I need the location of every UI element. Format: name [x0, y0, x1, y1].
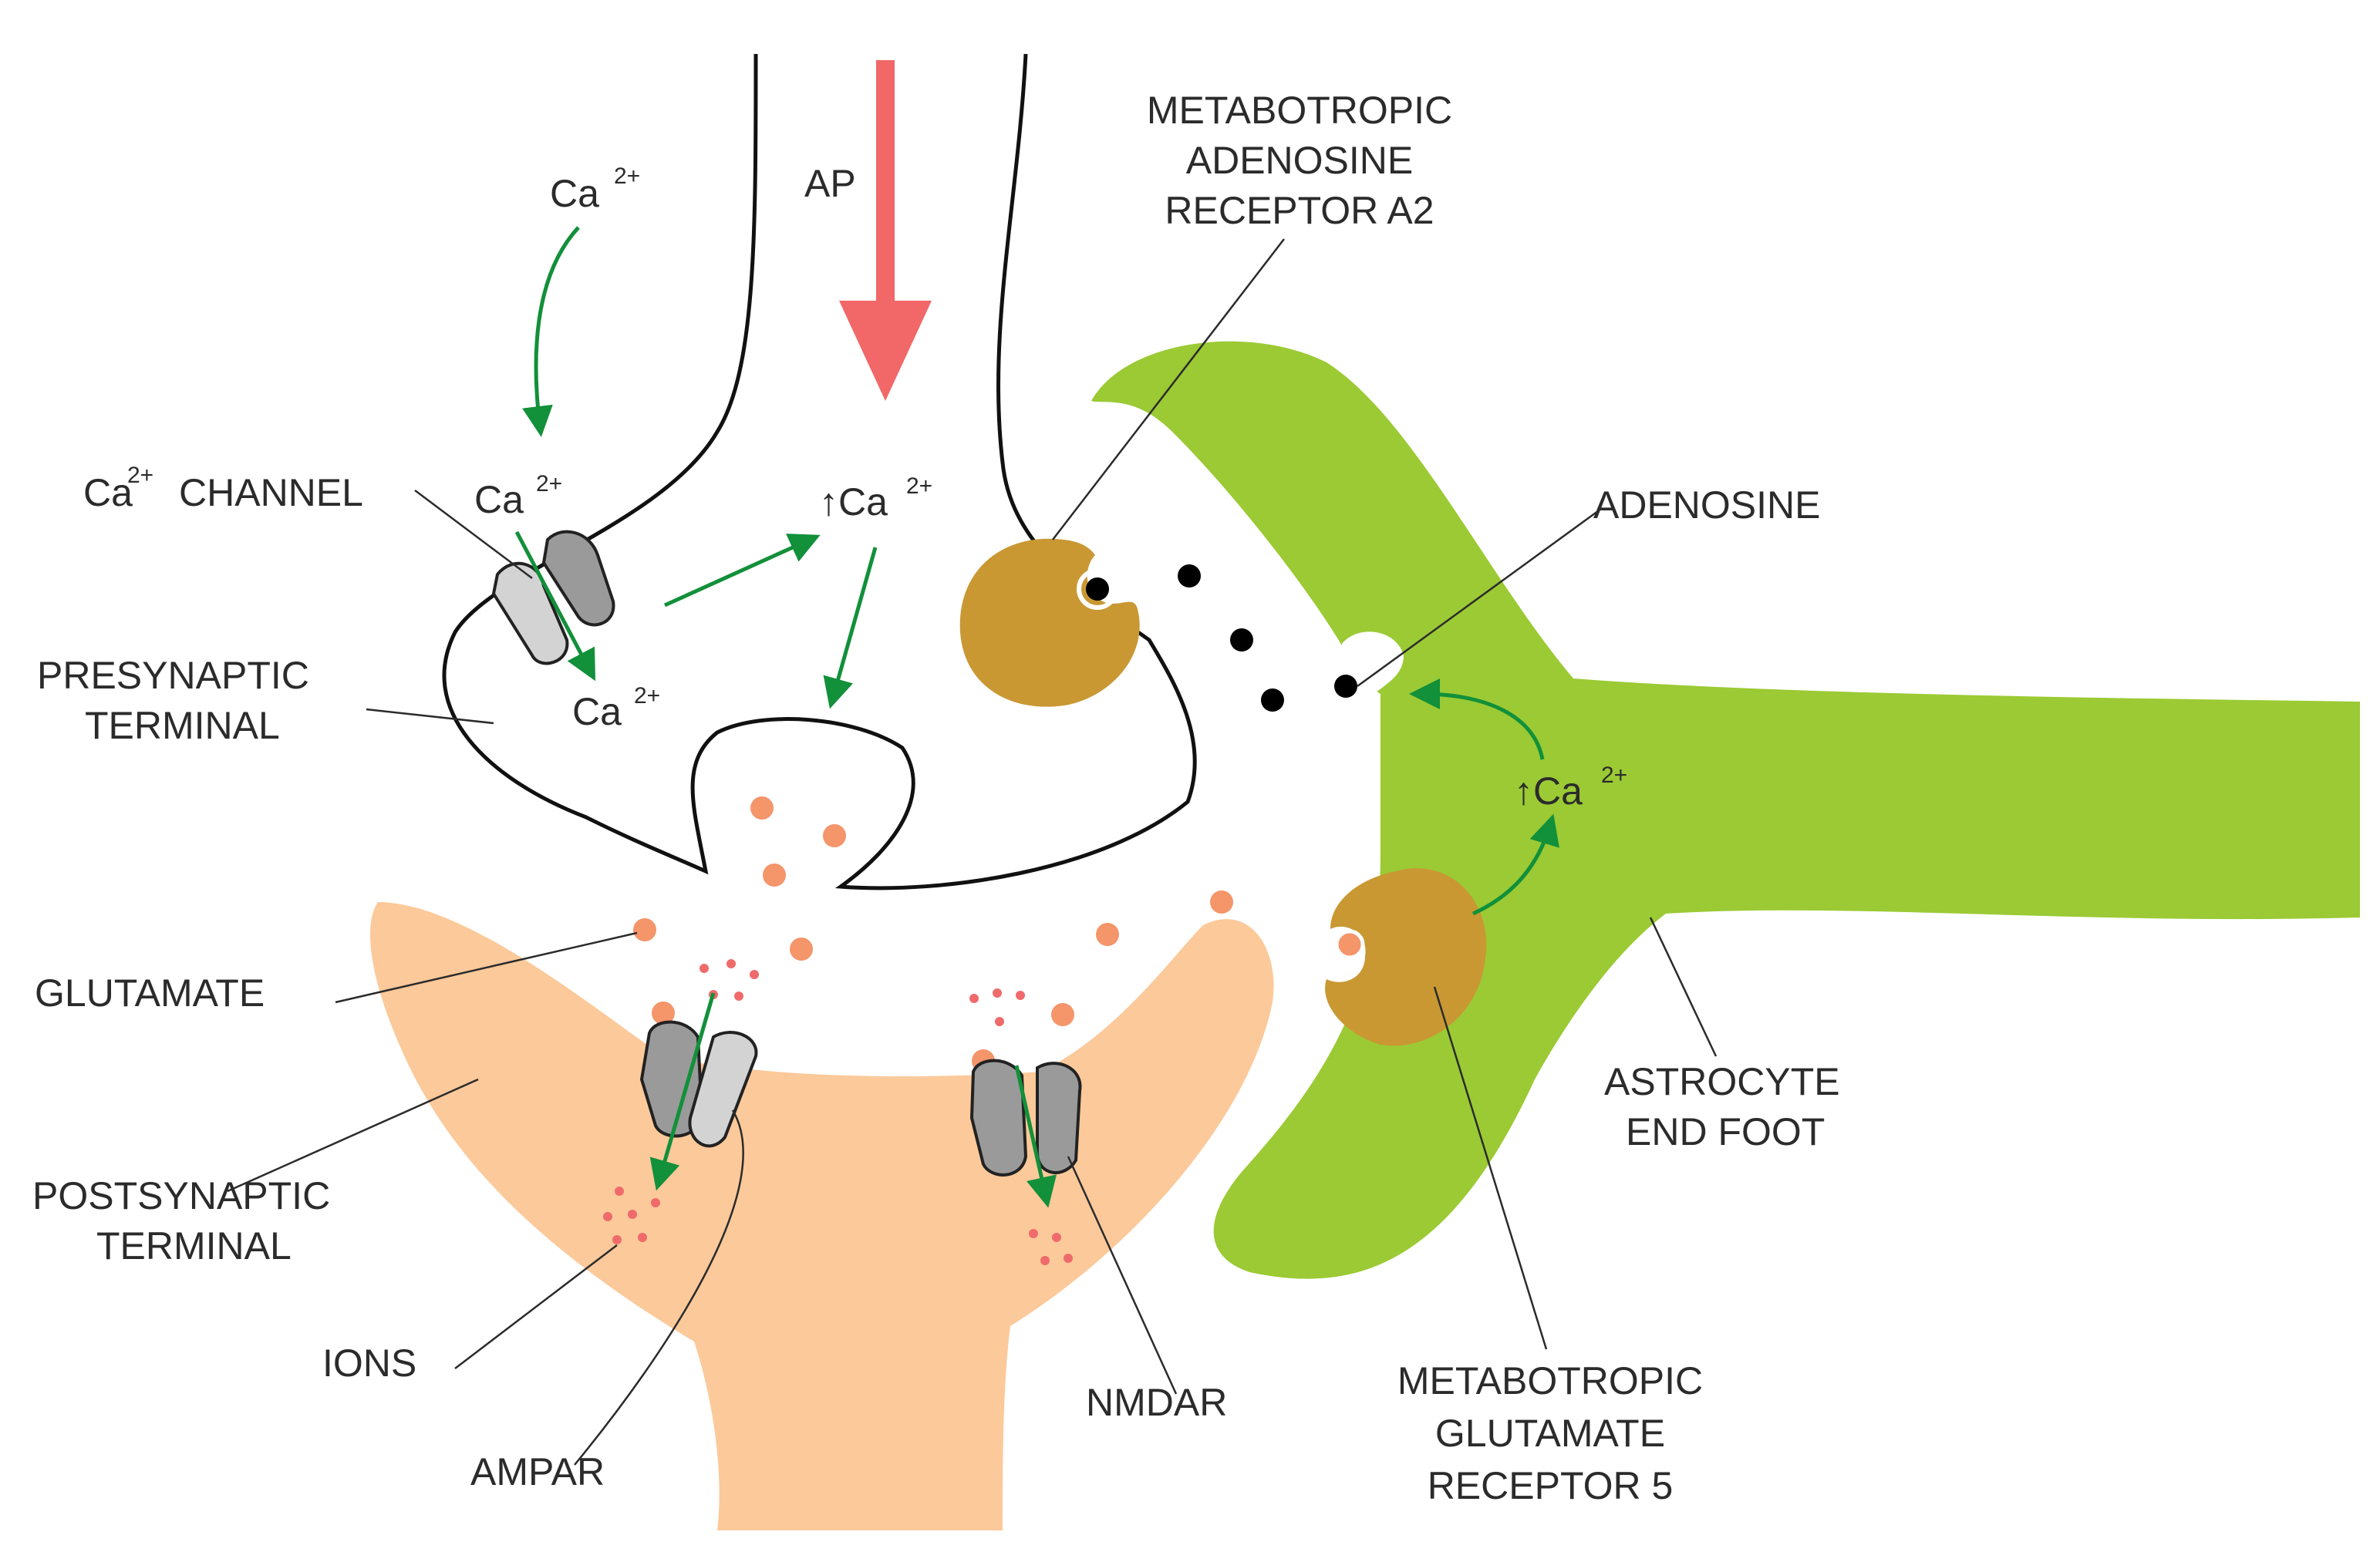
svg-text:METABOTROPIC: METABOTROPIC: [1147, 89, 1452, 132]
adenosine-bound-ring: [1077, 568, 1118, 610]
ap-label: AP: [804, 162, 856, 205]
ca-rise-astrocyte-label: ↑Ca 2+: [1514, 763, 1627, 813]
flow-arrows: [514, 226, 1559, 1208]
svg-text:ASTROCYTE: ASTROCYTE: [1604, 1060, 1840, 1103]
svg-text:2+: 2+: [906, 473, 932, 499]
svg-text:NMDAR: NMDAR: [1086, 1381, 1227, 1424]
astrocyte-end-foot: [1091, 341, 2360, 1279]
nmdar-channel: [969, 1059, 1082, 1177]
postsynaptic-label: POSTSYNAPTIC TERMINAL: [32, 1174, 330, 1268]
svg-text:RECEPTOR 5: RECEPTOR 5: [1428, 1464, 1674, 1507]
svg-text:ADENOSINE: ADENOSINE: [1593, 483, 1821, 527]
svg-text:RECEPTOR A2: RECEPTOR A2: [1165, 189, 1434, 232]
svg-text:GLUTAMATE: GLUTAMATE: [1435, 1412, 1665, 1455]
svg-text:2+: 2+: [634, 683, 660, 709]
astrocyte-label: ASTROCYTE END FOOT: [1604, 1060, 1840, 1153]
glutamate-molecules: [633, 796, 1233, 1072]
mglur5-receptor: [1325, 868, 1487, 1046]
ions-label: IONS: [322, 1342, 416, 1385]
adenosine-label: ADENOSINE: [1593, 483, 1821, 527]
calcium-channel: [491, 530, 615, 665]
svg-text:Ca: Ca: [83, 471, 133, 514]
svg-text:2+: 2+: [536, 471, 562, 497]
svg-text:IONS: IONS: [322, 1342, 416, 1385]
ca-in-channel-label: Ca 2+: [474, 471, 562, 521]
ampar-label: AMPAR: [470, 1450, 605, 1493]
svg-text:Ca: Ca: [572, 690, 622, 733]
glutamate-bound-mglur5: [1334, 929, 1365, 960]
ca-channel-label: Ca 2+ CHANNEL: [83, 463, 363, 514]
svg-text:TERMINAL: TERMINAL: [85, 704, 280, 747]
mglur5-label: METABOTROPIC GLUTAMATE RECEPTOR 5: [1397, 1359, 1703, 1507]
adenosine-receptor-label: METABOTROPIC ADENOSINE RECEPTOR A2: [1147, 89, 1452, 232]
svg-text:2+: 2+: [1601, 763, 1627, 788]
action-potential-arrow: [839, 60, 932, 401]
svg-text:TERMINAL: TERMINAL: [96, 1224, 292, 1268]
svg-text:2+: 2+: [127, 463, 153, 488]
svg-text:END FOOT: END FOOT: [1626, 1110, 1825, 1153]
postsynaptic-terminal: [370, 902, 1274, 1530]
svg-text:↑Ca: ↑Ca: [1514, 769, 1583, 813]
ca-rise-presynaptic-label: ↑Ca 2+: [819, 473, 932, 524]
astrocyte-notch: [1342, 631, 1404, 732]
adenosine-molecules: [1178, 564, 1357, 712]
svg-text:↑Ca: ↑Ca: [819, 480, 888, 524]
svg-text:Ca: Ca: [474, 478, 524, 521]
ampar-channel: [639, 1020, 758, 1148]
svg-text:2+: 2+: [614, 163, 640, 189]
ca-below-channel-label: Ca 2+: [572, 683, 660, 733]
svg-text:Ca: Ca: [550, 172, 599, 215]
glutamate-label: GLUTAMATE: [35, 971, 265, 1015]
svg-text:GLUTAMATE: GLUTAMATE: [35, 971, 265, 1015]
ca-top-label: Ca 2+: [550, 163, 640, 215]
svg-text:METABOTROPIC: METABOTROPIC: [1397, 1359, 1703, 1402]
svg-text:AP: AP: [804, 162, 856, 205]
leader-lines: [227, 238, 1718, 1466]
svg-text:POSTSYNAPTIC: POSTSYNAPTIC: [32, 1174, 330, 1217]
adenosine-receptor-a2: [959, 538, 1140, 707]
svg-text:PRESYNAPTIC: PRESYNAPTIC: [37, 654, 309, 697]
svg-text:ADENOSINE: ADENOSINE: [1186, 139, 1414, 182]
svg-text:AMPAR: AMPAR: [470, 1450, 605, 1493]
nmdar-label: NMDAR: [1086, 1381, 1227, 1424]
svg-text:CHANNEL: CHANNEL: [179, 471, 363, 514]
adenosine-bound: [1086, 577, 1109, 601]
presynaptic-label: PRESYNAPTIC TERMINAL: [37, 654, 309, 747]
